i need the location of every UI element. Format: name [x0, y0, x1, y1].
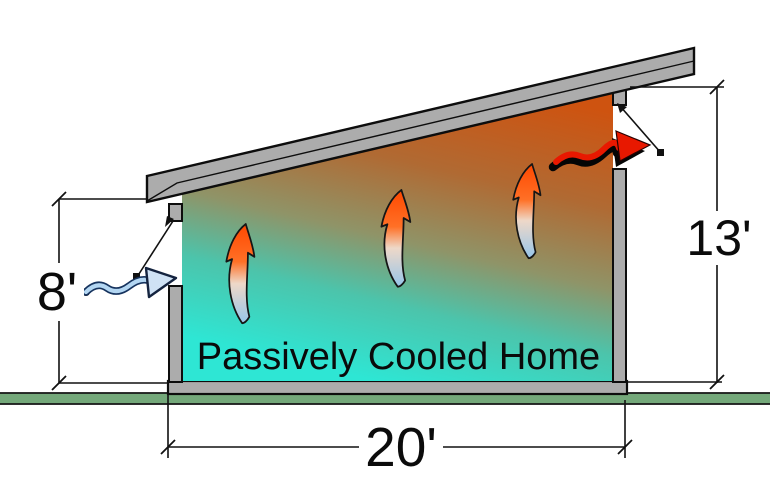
floor-slab [166, 379, 629, 396]
left-window-open-pane [133, 216, 174, 280]
cool-air-inlet-arrow [82, 266, 178, 299]
right-wall-height-label: 13' [683, 211, 755, 265]
hot-air-outlet-arrow [548, 130, 652, 172]
left-wall [168, 203, 183, 383]
left-wall-height-label: 8' [30, 263, 84, 321]
sloped-roof [145, 46, 696, 204]
dimension-tick-slash-marks [51, 79, 725, 455]
house-width-label: 20' [359, 419, 443, 474]
right-wall [612, 86, 627, 383]
right-window-open-pane [617, 103, 664, 156]
diagram-title: Passively Cooled Home [196, 335, 601, 378]
